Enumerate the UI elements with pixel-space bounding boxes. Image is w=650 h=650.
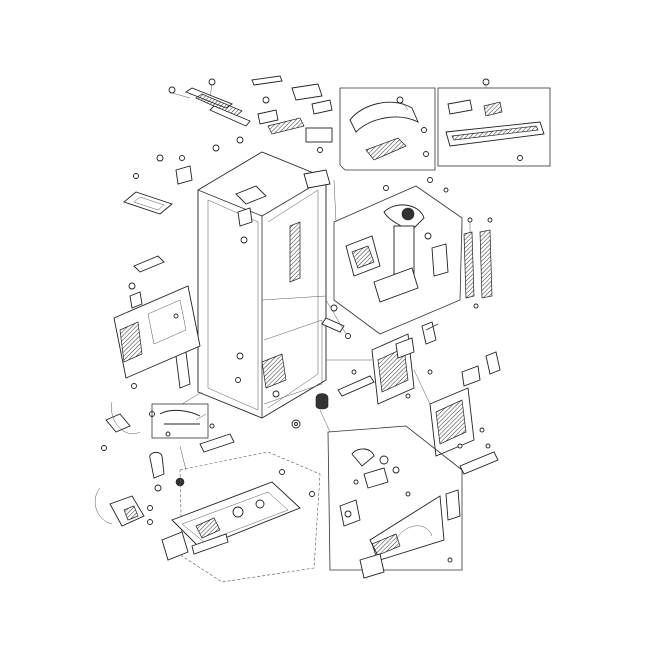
top-trim-parts: [168, 75, 333, 153]
door-shelf-assembly-lower: [429, 351, 501, 457]
leader-lines: [179, 179, 463, 471]
vertical-trim-strips: [463, 229, 493, 309]
freezer-assembly-detail: [333, 177, 493, 335]
main-cabinet: [175, 151, 345, 429]
door-dispenser-detail: [327, 425, 463, 579]
base-compartment: [161, 451, 321, 583]
loose-parts-middle: [337, 369, 499, 475]
top-detail-box: [339, 87, 436, 171]
top-right-detail-box: [437, 78, 551, 167]
left-side-parts: [101, 154, 235, 453]
lower-left-parts: [94, 451, 185, 527]
door-shelf-assembly-upper: [345, 321, 439, 405]
